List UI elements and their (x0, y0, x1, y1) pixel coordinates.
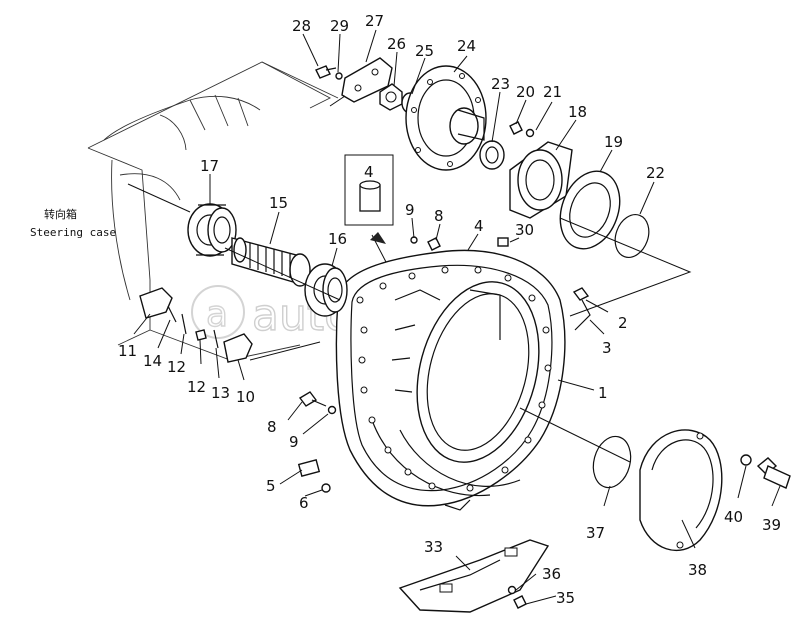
o-ring-22 (614, 214, 650, 258)
caption-english: Steering case (30, 226, 116, 239)
callout-12-upper: 12 (167, 358, 186, 376)
bracket-10 (223, 333, 253, 363)
callout-15: 15 (269, 194, 288, 212)
callout-4-inset: 4 (364, 163, 374, 181)
bolt-8-lower (298, 391, 327, 407)
housing-bolt-holes (356, 266, 552, 492)
washer-36 (507, 585, 517, 595)
callout-9-lower: 9 (289, 433, 299, 451)
callout-18: 18 (568, 103, 587, 121)
cover-38 (639, 429, 723, 551)
washer-9-lower (327, 405, 337, 415)
callout-10: 10 (236, 388, 255, 406)
callout-17: 17 (200, 157, 219, 175)
callout-38: 38 (688, 561, 707, 579)
bearing-17 (187, 203, 237, 257)
pinion-shaft-15 (231, 237, 311, 287)
callout-23: 23 (491, 75, 510, 93)
bolt-39 (756, 457, 791, 489)
callout-6: 6 (299, 494, 309, 512)
caption-chinese: 转向箱 (44, 207, 77, 221)
o-ring-37 (592, 435, 632, 489)
callout-36: 36 (542, 565, 561, 583)
washer-29 (335, 72, 343, 80)
callout-37: 37 (586, 524, 605, 542)
callout-4: 4 (474, 217, 484, 235)
cage-18 (509, 141, 573, 219)
callout-40: 40 (724, 508, 743, 526)
callout-1: 1 (598, 384, 608, 402)
callout-25: 25 (415, 42, 434, 60)
callout-5: 5 (266, 477, 276, 495)
steering-case-outline (87, 61, 339, 361)
callout-33: 33 (424, 538, 443, 556)
svg-text:a: a (206, 294, 228, 335)
washer-40 (740, 454, 752, 466)
callout-8-upper: 8 (434, 207, 444, 225)
callout-22: 22 (646, 164, 665, 182)
bolt-20 (509, 121, 523, 135)
callout-35: 35 (556, 589, 575, 607)
bolt-28 (315, 65, 337, 79)
steering-case-housing (335, 249, 566, 511)
dowel-5 (297, 459, 321, 477)
bolt-12-right (195, 329, 207, 341)
plug-6 (321, 483, 331, 493)
pin-14 (167, 305, 177, 323)
shim-19 (559, 170, 621, 250)
callout-12-lower: 12 (187, 378, 206, 396)
callout-21: 21 (543, 83, 562, 101)
inset-part-4 (344, 154, 394, 263)
washer-21 (525, 128, 535, 138)
callout-2: 2 (618, 314, 628, 332)
callout-19: 19 (604, 133, 623, 151)
callout-14: 14 (143, 352, 162, 370)
bolt-35 (513, 595, 527, 609)
pin-30 (497, 237, 509, 247)
callout-26: 26 (387, 35, 406, 53)
callout-11: 11 (118, 342, 137, 360)
leader-lines (127, 29, 781, 605)
breather-2 (572, 287, 591, 331)
guard-33 (398, 539, 550, 613)
callout-29: 29 (330, 17, 349, 35)
callout-16: 16 (328, 230, 347, 248)
bearing-16 (304, 263, 348, 317)
callout-24: 24 (457, 37, 476, 55)
callout-labels: 28 29 27 26 25 24 23 20 21 18 19 22 17 1… (118, 12, 781, 607)
callout-39: 39 (762, 516, 781, 534)
callout-28: 28 (292, 17, 311, 35)
callout-3: 3 (602, 339, 612, 357)
seal-23 (479, 140, 505, 170)
callout-27: 27 (365, 12, 384, 30)
callout-13: 13 (211, 384, 230, 402)
flange-24 (405, 65, 487, 171)
callout-8-lower: 8 (267, 418, 277, 436)
callout-9-upper: 9 (405, 201, 415, 219)
bolt-8-upper (427, 237, 441, 251)
callout-20: 20 (516, 83, 535, 101)
bolt-12-left (181, 313, 187, 335)
callout-30: 30 (515, 221, 534, 239)
bracket-11 (139, 287, 173, 319)
pin-13 (213, 329, 219, 349)
